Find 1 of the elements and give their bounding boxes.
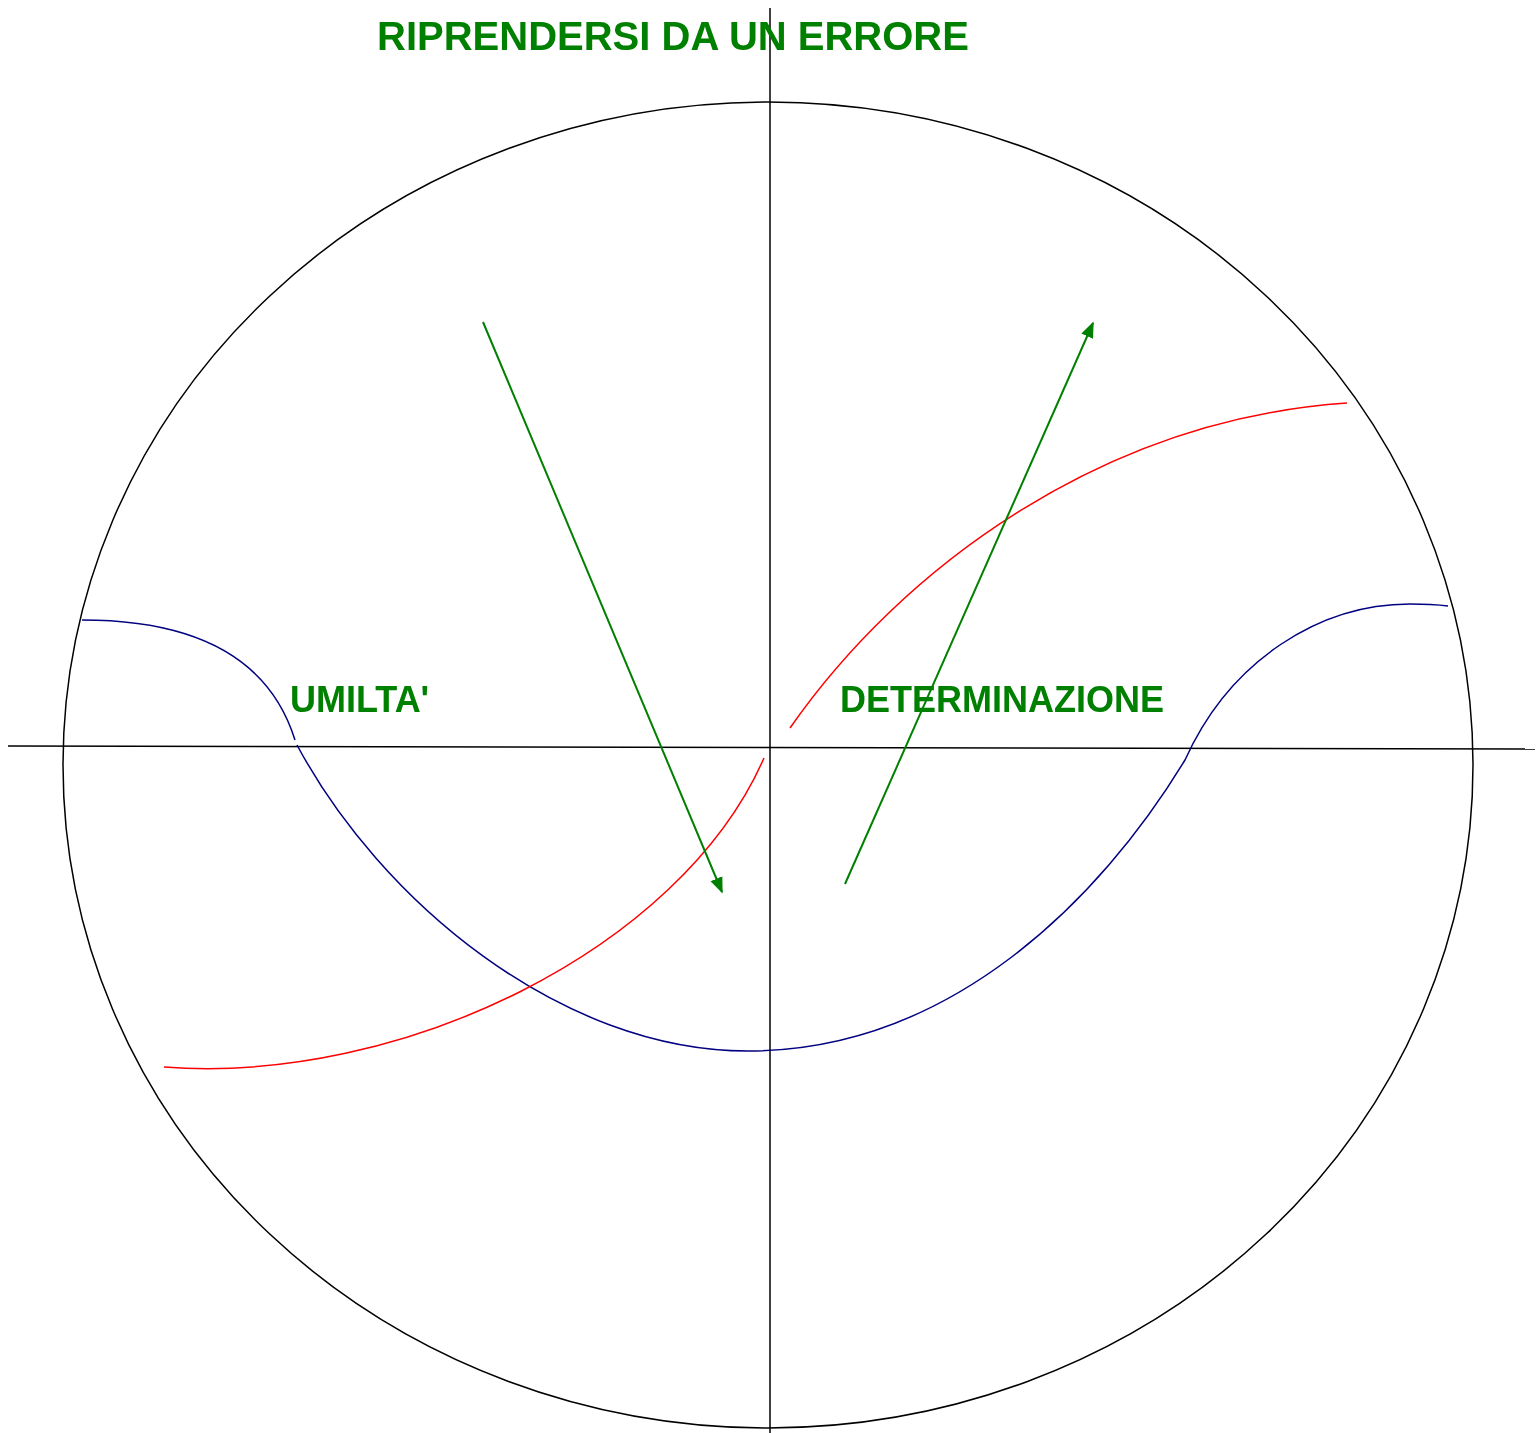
region-label: UMILTA': [290, 682, 430, 718]
